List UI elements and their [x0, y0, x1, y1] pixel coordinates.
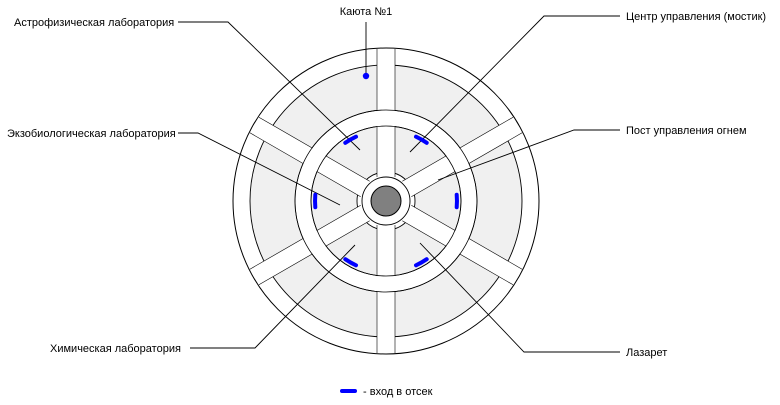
leader-chem-lab [190, 244, 356, 349]
ring-corridor [295, 110, 477, 292]
door-markers [313, 134, 459, 268]
station-structure [232, 47, 540, 355]
door-marker-2 [414, 134, 429, 145]
ring-corridor-outer-wall [294, 109, 478, 293]
door-marker-4 [414, 257, 429, 268]
leader-lines [178, 15, 620, 353]
central-shaft [370, 185, 402, 217]
door-marker-5 [343, 257, 358, 268]
ring-corridor-inner-wall [310, 125, 462, 277]
leader-astro-lab [178, 21, 361, 151]
label-cabin1: Каюта №1 [340, 6, 393, 18]
legend-text: - вход в отсек [363, 386, 433, 398]
leader-control-center [409, 15, 620, 153]
label-chem-lab: Химическая лаборатория [50, 343, 181, 355]
label-infirmary: Лазарет [626, 347, 667, 359]
leader-fire-control [437, 129, 620, 181]
leader-exobio-lab [178, 132, 341, 206]
cabin1-marker-dot [362, 72, 370, 80]
leader-infirmary [419, 242, 620, 353]
door-marker-1 [343, 134, 358, 145]
label-fire-control: Пост управления огнем [626, 125, 747, 137]
label-exobio-lab: Экзобиологическая лаборатория [7, 128, 176, 140]
label-control-center: Центр управления (мостик) [626, 11, 766, 23]
label-astro-lab: Астрофизическая лаборатория [14, 17, 174, 29]
